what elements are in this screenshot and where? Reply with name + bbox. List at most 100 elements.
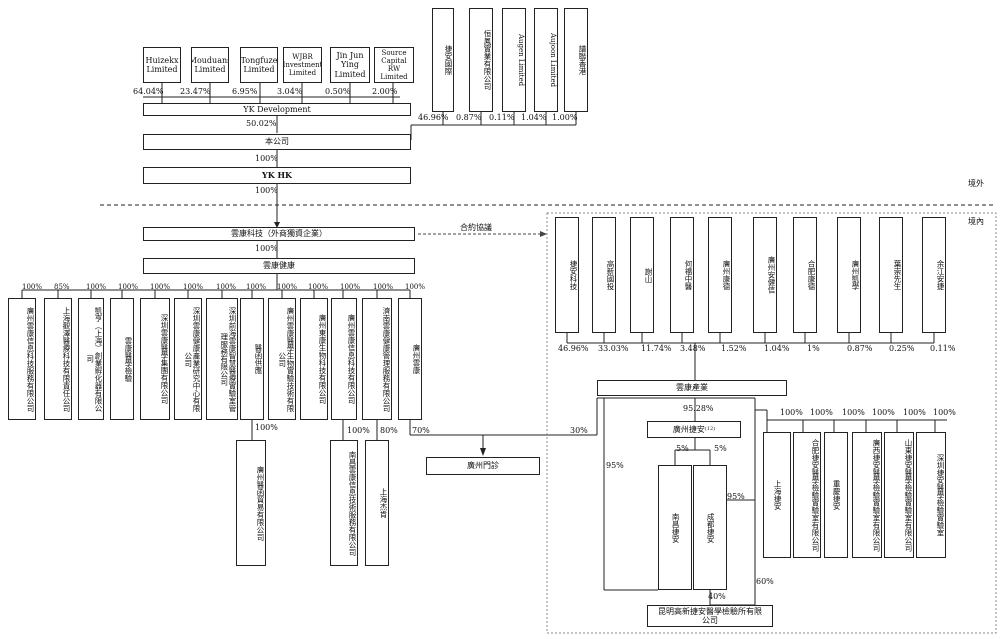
vie-holder-box: 廣州安健信 bbox=[753, 217, 777, 333]
nanchang-jiean-box: 南昌捷安 bbox=[658, 465, 692, 590]
vie-holder-box: 廣州凱學 bbox=[837, 217, 861, 333]
subsidiary-box: 濟南雲康健康管理服務有限公司 bbox=[362, 298, 392, 420]
pct-label: 1.04% bbox=[521, 113, 547, 122]
pct-label: 5% bbox=[714, 444, 727, 453]
pct-label: 3.04% bbox=[277, 87, 303, 96]
company-box: 本公司 bbox=[143, 134, 411, 150]
subsidiary-box: 廣州雲康信息科技有限公司 bbox=[331, 298, 357, 420]
pct-label: 100% bbox=[347, 426, 370, 435]
pct-label: 100% bbox=[780, 408, 803, 417]
vie-holder-box: 廣州康德 bbox=[708, 217, 732, 333]
subsidiary-box: 廣州雲康信息科技服務有限公司 bbox=[8, 298, 36, 420]
pct-label: 40% bbox=[708, 592, 726, 601]
pct-label: 100% bbox=[903, 408, 926, 417]
pct-label: 85% bbox=[54, 283, 70, 291]
pct-label: 100% bbox=[405, 283, 426, 291]
subsidiary-box: 廣州醫函貿易有限公司 bbox=[236, 440, 266, 566]
offshore-label: 境外 bbox=[968, 179, 984, 188]
right-holder-box: 恒鳳實業有限公司 bbox=[469, 8, 493, 112]
pct-label: 100% bbox=[373, 283, 394, 291]
gz-clinic-box: 廣州門診 bbox=[426, 457, 540, 475]
pct-label: 1% bbox=[807, 344, 820, 353]
pct-label: 100% bbox=[255, 244, 278, 253]
pct-label: 0.11% bbox=[930, 344, 956, 353]
pct-label: 33.03% bbox=[598, 344, 629, 353]
pct-label: 5% bbox=[676, 444, 689, 453]
pct-label: 100% bbox=[216, 283, 237, 291]
holder-box: Mouduans Limited bbox=[191, 47, 229, 83]
pct-label: 70% bbox=[412, 426, 430, 435]
gz-jiean-box: 廣州捷安(12) bbox=[647, 421, 741, 438]
subsidiary-box: 深圳雲康醫學集團有限公司 bbox=[140, 298, 170, 420]
pct-label: 0.11% bbox=[489, 113, 515, 122]
subsidiary-box: 上海觀澤醫療科技有限責任公司 bbox=[44, 298, 72, 420]
industry-sub-box: 合肥捷安醫學檢驗實驗室有限公司 bbox=[793, 432, 821, 558]
pct-label: 100% bbox=[150, 283, 171, 291]
pct-label: 23.47% bbox=[180, 87, 211, 96]
holder-box: Huizekx Limited bbox=[143, 47, 181, 83]
pct-label: 100% bbox=[308, 283, 329, 291]
vie-holder-box: 捷安科技 bbox=[555, 217, 579, 333]
pct-label: 64.04% bbox=[133, 87, 164, 96]
pct-label: 6.95% bbox=[232, 87, 258, 96]
pct-label: 46.96% bbox=[558, 344, 589, 353]
yk-hk-box: YK HK bbox=[143, 167, 411, 184]
industry-sub-box: 重慶捷安 bbox=[824, 432, 848, 558]
contract-label: 合約協議 bbox=[460, 223, 492, 232]
pct-label: 100% bbox=[255, 423, 278, 432]
vie-holder-box: 合肥康德 bbox=[793, 217, 817, 333]
subsidiary-box: 上海杰肯 bbox=[365, 440, 389, 566]
pct-label: 100% bbox=[183, 283, 204, 291]
pct-label: 3.48% bbox=[680, 344, 706, 353]
subsidiary-box: 深圳雲康健康產業研究中心有限公司 bbox=[174, 298, 202, 420]
chengdu-jiean-box: 成都捷安 bbox=[693, 465, 727, 590]
wfoe-box: 雲康科技（外商獨資企業） bbox=[143, 227, 415, 241]
subsidiary-box: 廣州東康生物科技有限公司 bbox=[300, 298, 328, 420]
right-holder-box: 捷安國際 bbox=[432, 8, 454, 112]
pct-label: 11.74% bbox=[641, 344, 672, 353]
pct-label: 1.52% bbox=[721, 344, 747, 353]
pct-label: 0.25% bbox=[889, 344, 915, 353]
pct-label: 100% bbox=[255, 186, 278, 195]
holder-box: Tongfuze Limited bbox=[240, 47, 278, 83]
pct-label: 95.28% bbox=[683, 404, 714, 413]
subsidiary-box: 廣州雲康 bbox=[398, 298, 422, 420]
pct-label: 100% bbox=[86, 283, 107, 291]
holder-box: Jin Jun Ying Limited bbox=[330, 47, 370, 83]
subsidiary-box: 南昌雲康信息技術服務有限公司 bbox=[330, 440, 358, 566]
holder-box: WJBR Investment Limited bbox=[283, 47, 322, 83]
subsidiary-box: 雲康醫學檢驗 bbox=[110, 298, 134, 420]
pct-label: 95% bbox=[727, 492, 745, 501]
right-holder-box: Augen Limited bbox=[502, 8, 526, 112]
vie-holder-box: 余江安捷 bbox=[922, 217, 946, 333]
pct-label: 100% bbox=[340, 283, 361, 291]
pct-label: 100% bbox=[255, 154, 278, 163]
industry-sub-box: 上海捷安 bbox=[763, 432, 791, 558]
pct-label: 0.87% bbox=[847, 344, 873, 353]
pct-label: 95% bbox=[606, 461, 624, 470]
vie-holder-box: 葉崇先生 bbox=[879, 217, 903, 333]
vie-holder-box: 何福中醫 bbox=[670, 217, 694, 333]
pct-label: 100% bbox=[118, 283, 139, 291]
pct-label: 30% bbox=[570, 426, 588, 435]
industry-sub-box: 山東捷安醫學檢驗實驗室有限公司 bbox=[884, 432, 914, 558]
industry-sub-box: 廣西捷安醫學檢驗實驗室有限公司 bbox=[852, 432, 882, 558]
pct-label: 0.87% bbox=[456, 113, 482, 122]
pct-label: 100% bbox=[246, 283, 267, 291]
vie-holder-box: 高新國投 bbox=[592, 217, 616, 333]
pct-label: 100% bbox=[872, 408, 895, 417]
subsidiary-box: 深圳前海雲康智慧醫療實驗室管理服務有限公司 bbox=[206, 298, 238, 420]
pct-label: 80% bbox=[380, 426, 398, 435]
pct-label: 46.96% bbox=[418, 113, 449, 122]
industry-sub-box: 深圳捷安醫學檢驗實驗室 bbox=[916, 432, 946, 558]
right-holder-box: Aujoon Limited bbox=[534, 8, 558, 112]
pct-label: 2.00% bbox=[372, 87, 398, 96]
subsidiary-box: 廣州雲康醫學生物實驗技術有限公司 bbox=[268, 298, 296, 420]
pct-label: 50.02% bbox=[246, 119, 277, 128]
pct-label: 60% bbox=[756, 577, 774, 586]
right-holder-box: 譜聯香港 bbox=[564, 8, 588, 112]
pct-label: 100% bbox=[810, 408, 833, 417]
onshore-label: 境內 bbox=[968, 217, 984, 226]
pct-label: 0.50% bbox=[325, 87, 351, 96]
